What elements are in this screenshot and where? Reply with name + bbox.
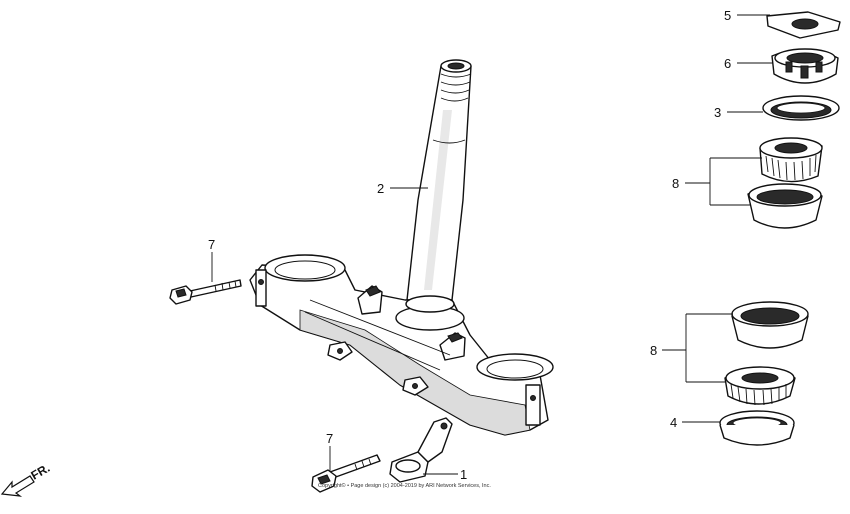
copyright-notice: Copyright© • Page design (c) 2004-2019 b… (318, 482, 491, 489)
callout-7-bottom: 7 (326, 431, 333, 446)
steering-stem (406, 59, 472, 301)
callouts: 5 6 3 8 2 7 8 4 7 1 (208, 8, 731, 482)
bolt-left (169, 279, 242, 305)
cable-guide (389, 417, 453, 483)
bolt-bottom (311, 454, 381, 493)
leader-lines (211, 14, 773, 475)
callout-8-upper: 8 (672, 176, 679, 191)
callout-2: 2 (377, 181, 384, 196)
callout-7-left: 7 (208, 237, 215, 252)
callout-5: 5 (724, 8, 731, 23)
lock-washer (766, 11, 841, 39)
callout-4: 4 (670, 415, 677, 430)
callout-3: 3 (714, 105, 721, 120)
race-lower (731, 301, 809, 349)
bearing-lower (724, 366, 796, 406)
front-direction-indicator: FR. (0, 461, 52, 497)
dust-seal-upper (762, 95, 840, 121)
stem-nut (771, 48, 839, 84)
race-upper (747, 183, 823, 229)
front-arrow-icon (0, 475, 35, 497)
callout-1: 1 (460, 467, 467, 482)
bearing-upper (759, 137, 823, 183)
callout-6: 6 (724, 56, 731, 71)
lower-triple-clamp (249, 254, 554, 436)
callout-8-lower: 8 (650, 343, 657, 358)
dust-seal-lower (719, 410, 795, 446)
